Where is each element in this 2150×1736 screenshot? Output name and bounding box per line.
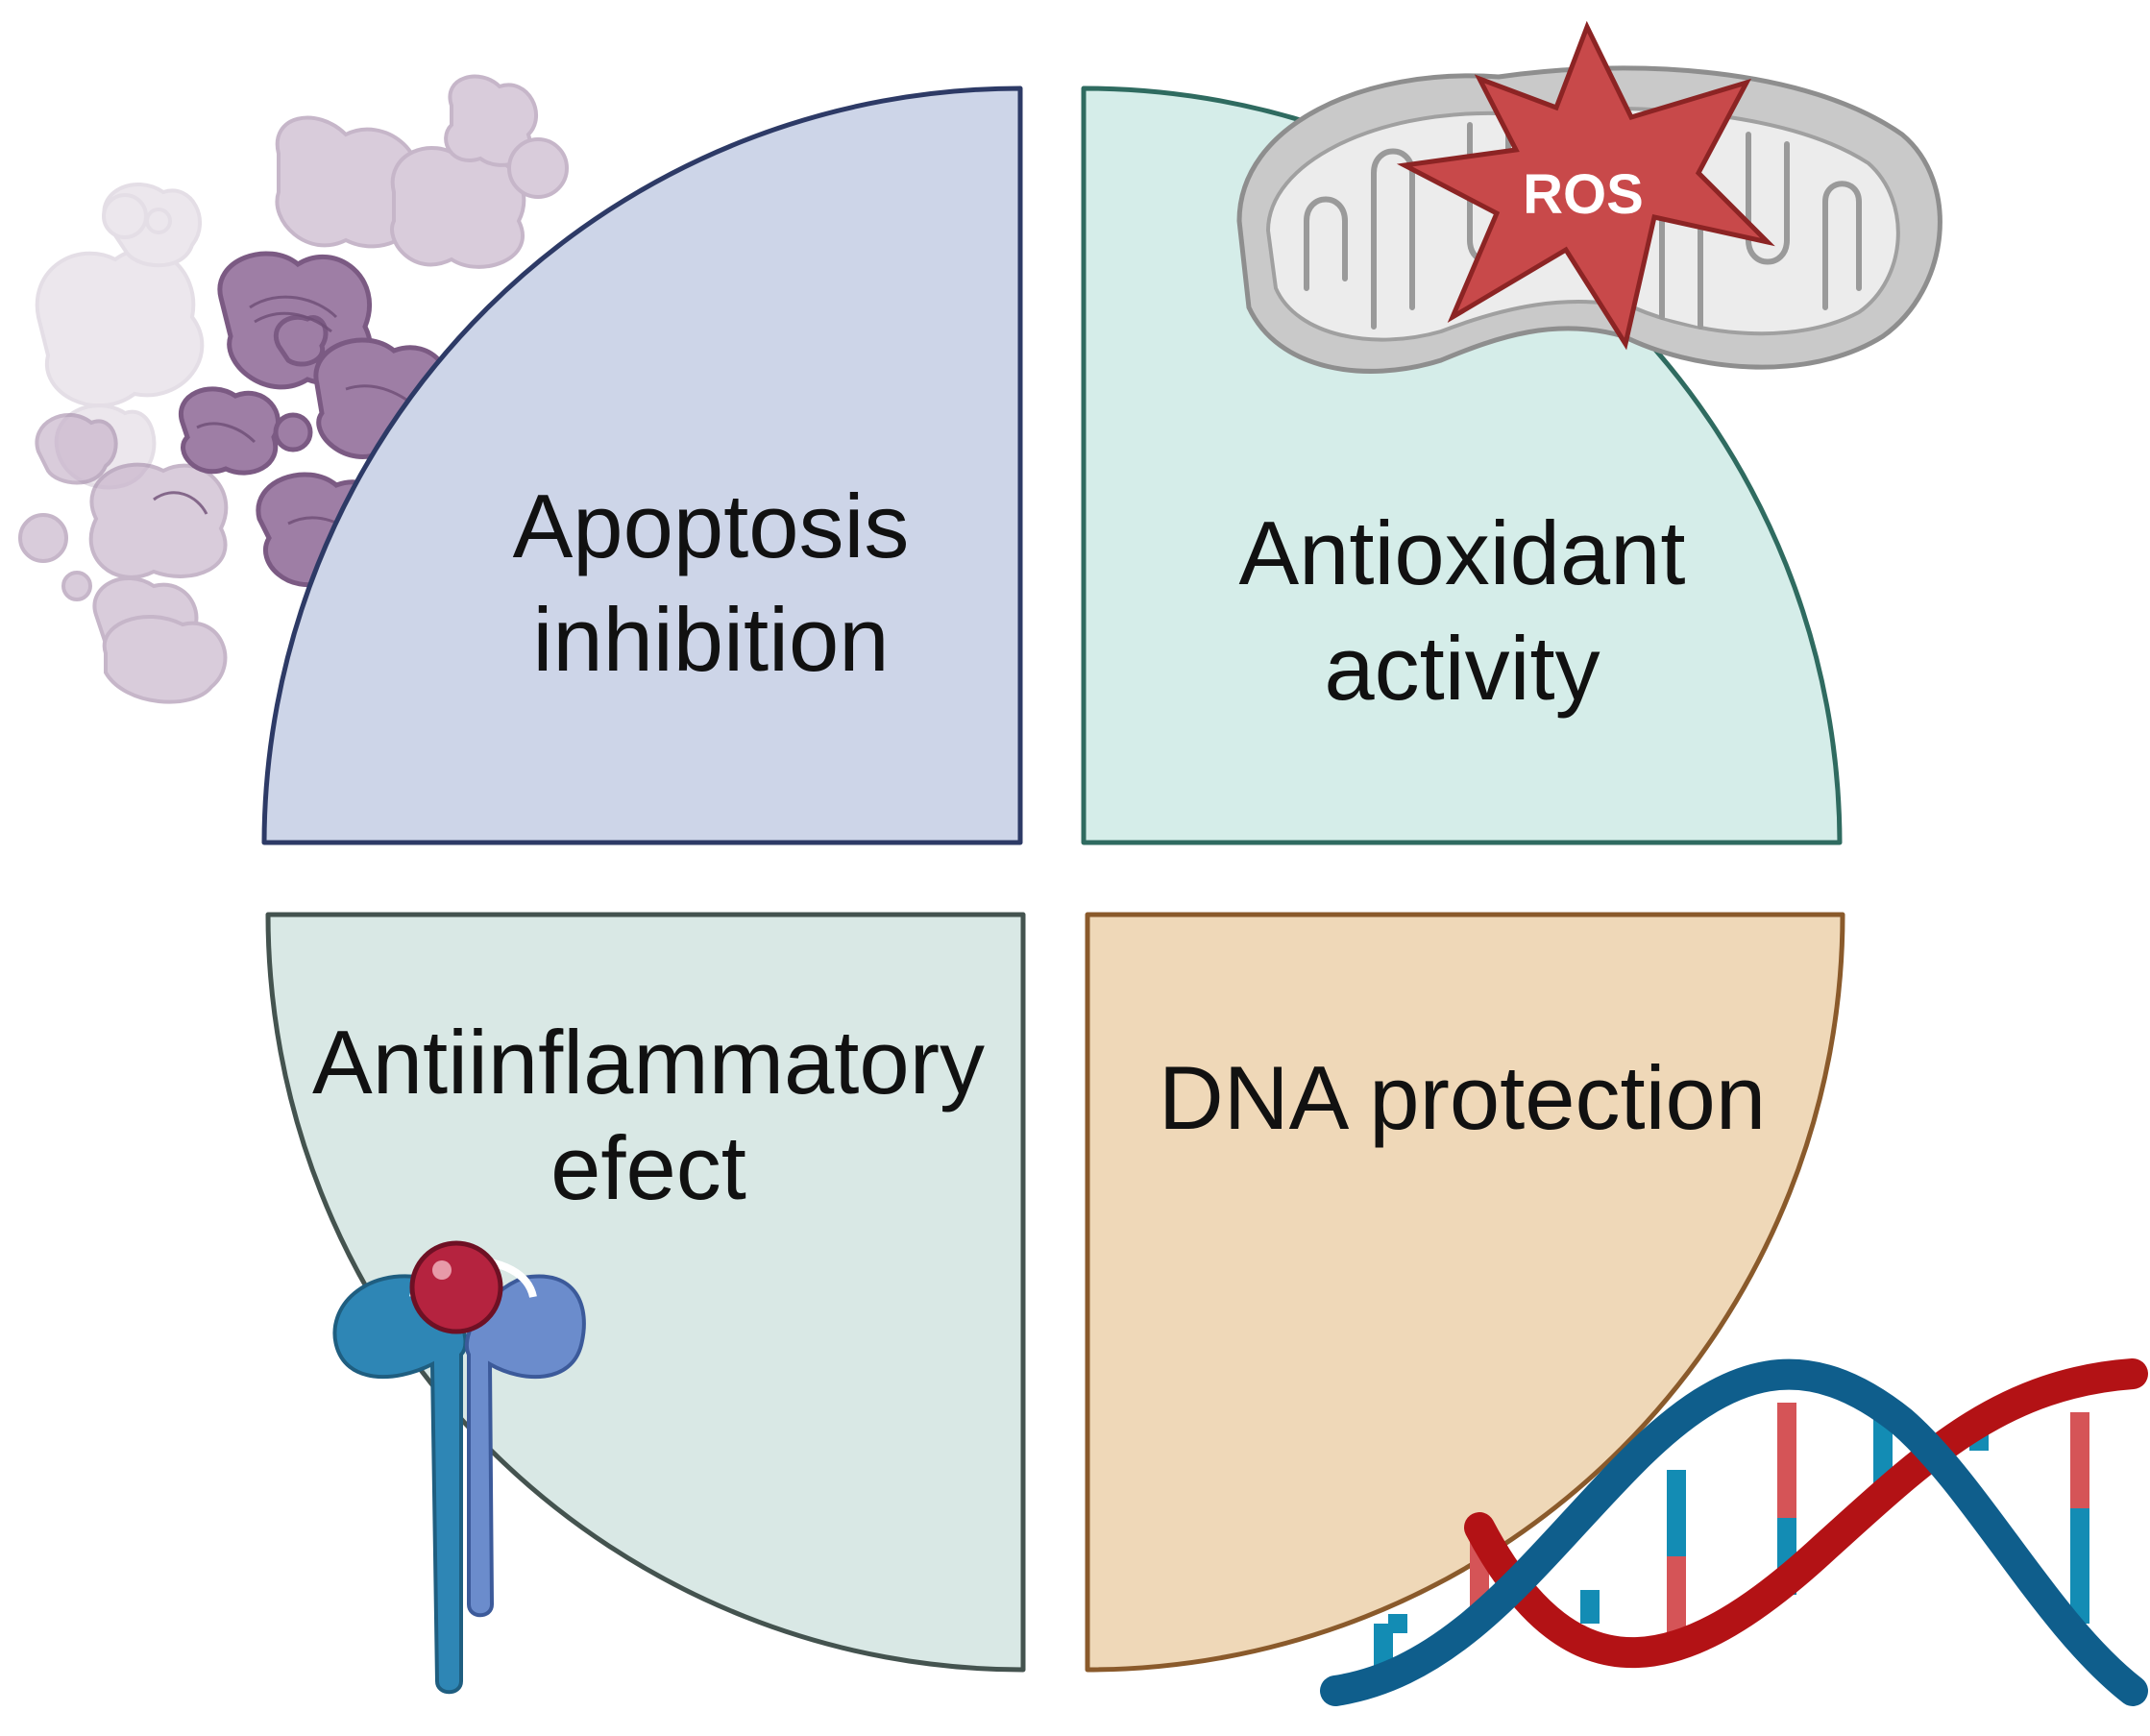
label-apoptosis-line2: inhibition bbox=[532, 589, 889, 690]
ligand-icon bbox=[409, 1240, 503, 1334]
quadrant-antiinflammatory-effect bbox=[265, 912, 1026, 1673]
dna-helix-icon bbox=[1320, 1358, 2148, 1706]
receptor-icon bbox=[332, 1240, 586, 1695]
label-antiinflammatory-line2: efect bbox=[550, 1117, 746, 1218]
dna-strand-blue bbox=[1320, 1358, 2148, 1706]
label-antioxidant-line1: Antioxidant bbox=[1238, 502, 1685, 603]
quadrant-apoptosis-inhibition bbox=[261, 86, 1023, 845]
label-dna-protection: DNA protection bbox=[1159, 1047, 1766, 1148]
quadrant-dna-protection bbox=[1085, 912, 1845, 1673]
ros-label: ROS bbox=[1523, 163, 1644, 226]
ros-burst-star bbox=[1396, 20, 1775, 351]
ros-burst-icon: ROS bbox=[1396, 20, 1775, 351]
dna-strand-red bbox=[1464, 1358, 2148, 1668]
label-antiinflammatory-line1: Antiinflammatory bbox=[312, 1012, 985, 1113]
label-apoptosis-line1: Apoptosis bbox=[513, 476, 910, 576]
label-antioxidant-line2: activity bbox=[1324, 618, 1600, 719]
